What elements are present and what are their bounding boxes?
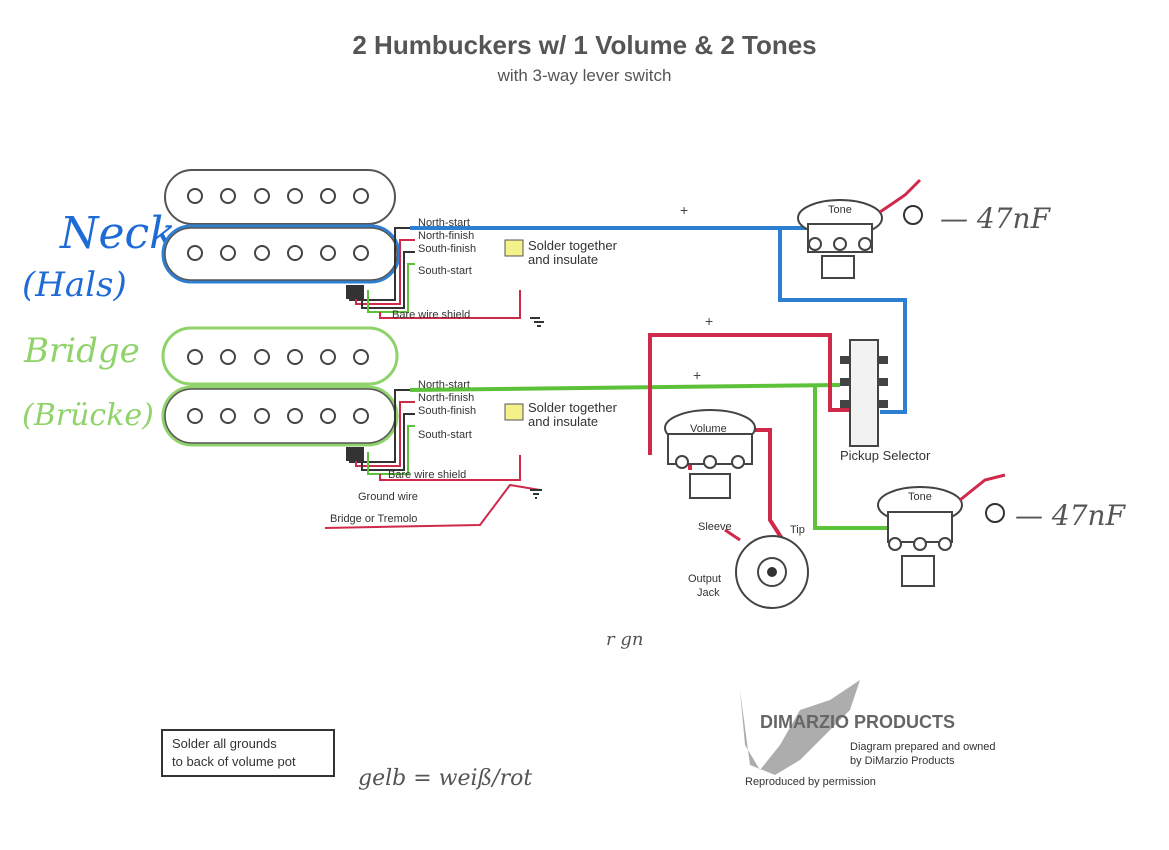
bridge-north-finish-label: North-finish [418, 392, 474, 404]
bridge-humbucker [161, 326, 399, 447]
bridge-wire-mark: + [693, 367, 701, 383]
pickup-selector-label: Pickup Selector [840, 448, 931, 463]
bridge-solder-note-line1: Solder together [528, 400, 618, 415]
mid-handwritten-note: r gn [606, 629, 643, 650]
bridge-ground-symbol [530, 489, 542, 499]
logo-tagline-line1: Diagram prepared and owned [850, 741, 996, 753]
bridge-pickup-leads [324, 389, 541, 529]
neck-solder-note-line1: Solder together [528, 238, 618, 253]
bridge-solder-junction [504, 403, 524, 421]
neck-north-finish-label: North-finish [418, 230, 474, 242]
sleeve-label: Sleeve [698, 521, 732, 533]
tip-label: Tip [790, 524, 805, 536]
bottom-tone-pot [877, 473, 1006, 587]
top-tone-pot [797, 178, 923, 279]
volume-pot-label: Volume [690, 423, 727, 435]
output-jack [724, 528, 809, 609]
neck-handwritten-label: Neck [59, 208, 176, 259]
solder-grounds-line2: to back of volume pot [172, 754, 296, 769]
logo-brand-text: DIMARZIO PRODUCTS [760, 712, 955, 732]
bridge-bare-shield-label: Bare wire shield [388, 469, 466, 481]
solder-grounds-note: Solder all grounds to back of volume pot [161, 729, 335, 777]
logo-footer: Reproduced by permission [745, 776, 876, 788]
neck-solder-junction [504, 239, 524, 257]
output-jack-label-line2: Jack [697, 587, 720, 599]
bridge-signal-wire [409, 383, 900, 530]
bottom-tone-pot-label: Tone [908, 491, 932, 503]
bottom-cap-value: — 47nF [1015, 499, 1127, 532]
diagram-title: 2 Humbuckers w/ 1 Volume & 2 Tones [352, 30, 817, 60]
neck-solder-note-line2: and insulate [528, 252, 598, 267]
bridge-south-finish-label: South-finish [418, 405, 476, 417]
pickup-selector-switch [840, 339, 888, 447]
neck-south-start-label: South-start [418, 265, 472, 277]
bridge-alt-handwritten-label: (Brücke) [22, 398, 154, 433]
logo-tagline-line2: by DiMarzio Products [850, 755, 955, 767]
brand-logo: DIMARZIO PRODUCTS Diagram prepared and o… [740, 680, 996, 788]
neck-south-finish-label: South-finish [418, 243, 476, 255]
ground-wire-label: Ground wire [358, 491, 418, 503]
neck-humbucker [161, 169, 401, 284]
bridge-solder-note-line2: and insulate [528, 414, 598, 429]
gelb-handwritten-note: gelb = weiß/rot [358, 766, 532, 791]
neck-wire-mark: + [680, 202, 688, 218]
neck-pickup-leads [346, 227, 521, 319]
diagram-subtitle: with 3-way lever switch [497, 66, 672, 85]
hot-wire-mark: + [705, 313, 713, 329]
volume-pot [664, 409, 756, 499]
top-tone-pot-label: Tone [828, 204, 852, 216]
output-jack-label-line1: Output [688, 573, 721, 585]
neck-bare-shield-label: Bare wire shield [392, 309, 470, 321]
neck-ground-symbol [530, 317, 544, 327]
bridge-south-start-label: South-start [418, 429, 472, 441]
solder-grounds-line1: Solder all grounds [172, 736, 277, 751]
neck-alt-handwritten-label: (Hals) [22, 265, 127, 305]
bridge-tremolo-label: Bridge or Tremolo [330, 513, 417, 525]
bridge-handwritten-label: Bridge [23, 331, 140, 371]
top-cap-value: — 47nF [940, 202, 1052, 235]
